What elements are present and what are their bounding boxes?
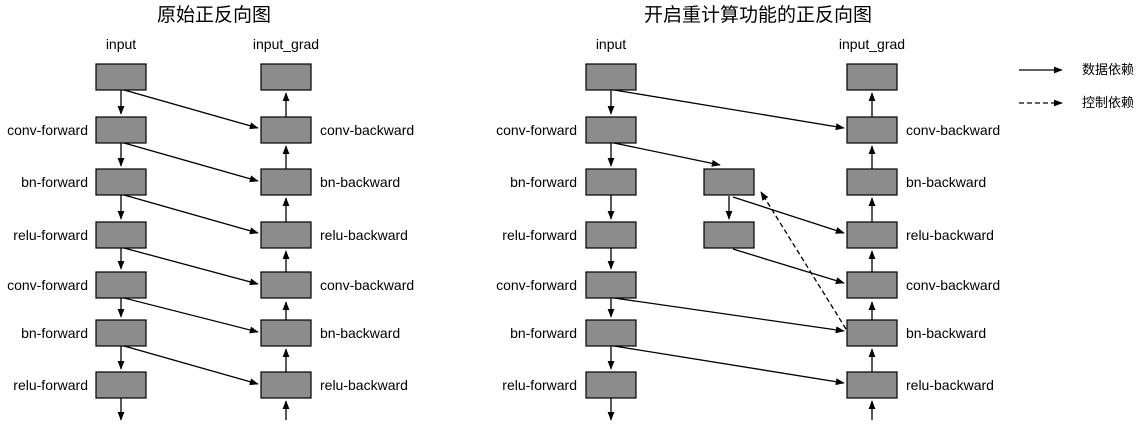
arrow-control-dep [760, 191, 847, 330]
left-input-grad-header: input_grad [252, 36, 320, 52]
left-backward-label: conv-backward [320, 122, 415, 138]
node-right-conv-backward-2 [846, 271, 898, 299]
node-right-relu-backward-1 [846, 221, 898, 249]
left-forward-label: conv-forward [7, 277, 88, 293]
right-control-dependency-arrows [760, 191, 847, 330]
arrow-data-dep [732, 248, 845, 284]
right-forward-label: bn-forward [510, 174, 577, 190]
arrow-data-dep [123, 89, 259, 130]
node-right-bn-backward-2 [846, 319, 898, 347]
left-backward-label: bn-backward [320, 325, 401, 341]
arrow-data-dep [123, 297, 259, 334]
node-left-conv-forward-2 [95, 271, 147, 299]
left-forward-label: bn-forward [21, 174, 88, 190]
node-right-bn-forward-1 [585, 168, 637, 196]
left-backward-nodes [260, 63, 312, 399]
left-forward-label: relu-forward [13, 377, 88, 393]
right-backward-label: conv-backward [906, 277, 1001, 293]
arrow-data-dep [123, 194, 259, 235]
right-forward-label: relu-forward [502, 377, 577, 393]
node-right-relu-forward-1 [585, 221, 637, 249]
arrow-data-dep [613, 89, 845, 131]
legend-data-dependency-label: 数据依赖 [1082, 62, 1135, 77]
arrow-data-dep [732, 196, 845, 234]
node-right-recompute-2 [703, 221, 755, 249]
right-backward-label: bn-backward [906, 174, 987, 190]
left-diagram-title: 原始正反向图 [156, 5, 271, 26]
node-left-relu-backward-2 [260, 371, 312, 399]
node-left-relu-forward-2 [95, 371, 147, 399]
right-backward-label: conv-backward [906, 122, 1001, 138]
node-left-conv-backward-1 [260, 116, 312, 144]
right-forward-label: conv-forward [496, 277, 577, 293]
arrow-data-dep [123, 142, 259, 183]
left-data-dependency-arrows [123, 89, 259, 386]
node-left-input [95, 63, 147, 91]
left-forward-label: conv-forward [7, 122, 88, 138]
arrow-data-dep [613, 345, 845, 386]
legend-control-dependency-label: 控制依赖 [1082, 95, 1135, 110]
right-input-grad-header: input_grad [838, 36, 906, 52]
right-backward-label: bn-backward [906, 325, 987, 341]
node-right-input-grad [846, 63, 898, 91]
left-backward-label: relu-backward [320, 377, 408, 393]
left-forward-label: relu-forward [13, 227, 88, 243]
right-forward-label: relu-forward [502, 227, 577, 243]
left-backward-label: relu-backward [320, 227, 408, 243]
node-right-recompute-1 [703, 168, 755, 196]
node-left-bn-forward-2 [95, 319, 147, 347]
node-left-bn-forward-1 [95, 168, 147, 196]
node-left-conv-backward-2 [260, 271, 312, 299]
right-forward-label: conv-forward [496, 122, 577, 138]
left-backward-label: bn-backward [320, 174, 401, 190]
node-left-input-grad [260, 63, 312, 91]
left-forward-nodes [95, 63, 147, 399]
node-right-conv-forward-1 [585, 116, 637, 144]
node-right-relu-forward-2 [585, 371, 637, 399]
left-backward-label: conv-backward [320, 277, 415, 293]
right-data-dependency-arrows [613, 89, 845, 386]
node-right-relu-backward-2 [846, 371, 898, 399]
right-forward-nodes [585, 63, 637, 399]
left-forward-label: bn-forward [21, 325, 88, 341]
node-left-relu-backward-1 [260, 221, 312, 249]
arrow-data-dep [123, 247, 259, 286]
left-input-header: input [105, 36, 137, 52]
right-recompute-nodes [703, 168, 755, 249]
right-backward-label: relu-backward [906, 227, 994, 243]
node-left-bn-backward-2 [260, 319, 312, 347]
node-left-relu-forward-1 [95, 221, 147, 249]
right-backward-nodes [846, 63, 898, 399]
node-right-input [585, 63, 637, 91]
right-backward-label: relu-backward [906, 377, 994, 393]
arrow-data-dep-to-recompute [613, 142, 721, 167]
arrow-data-dep [123, 345, 259, 386]
node-left-bn-backward-1 [260, 168, 312, 196]
node-left-conv-forward-1 [95, 116, 147, 144]
node-right-bn-backward-1 [846, 168, 898, 196]
node-right-conv-backward-1 [846, 116, 898, 144]
right-diagram-title: 开启重计算功能的正反向图 [643, 5, 872, 26]
right-forward-label: bn-forward [510, 325, 577, 341]
node-right-bn-forward-2 [585, 319, 637, 347]
node-right-conv-forward-2 [585, 271, 637, 299]
arrow-data-dep [613, 297, 845, 334]
right-input-header: input [595, 36, 627, 52]
legend-samples [1019, 66, 1063, 107]
